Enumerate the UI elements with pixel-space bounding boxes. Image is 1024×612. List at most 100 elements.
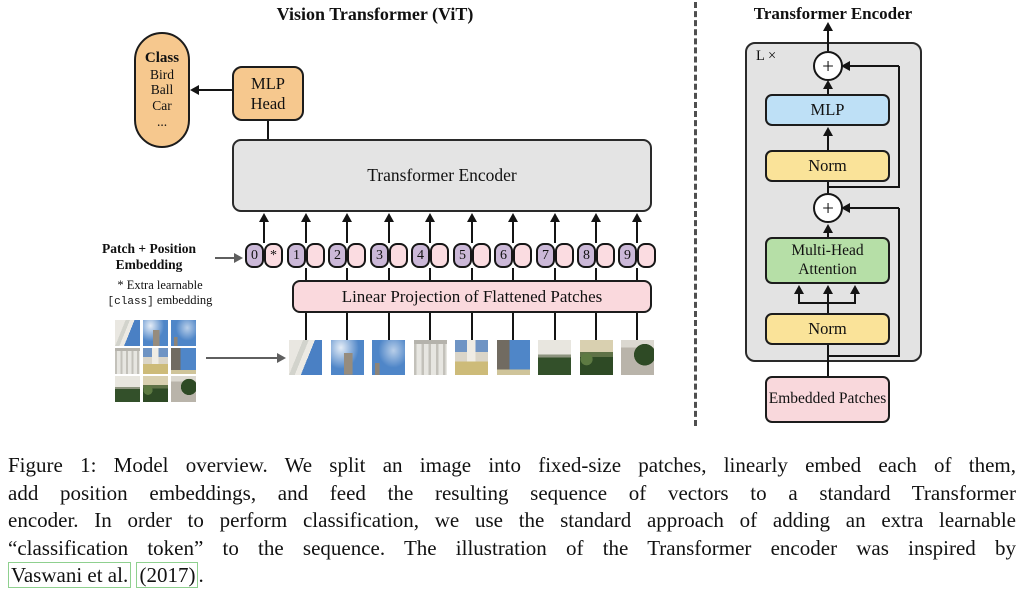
grid-cell-2 (143, 320, 168, 346)
patch-position-label: Patch + Position Embedding (102, 241, 196, 272)
vit-title: Vision Transformer (ViT) (276, 4, 474, 24)
image-patch-6 (497, 340, 530, 375)
line-patch-4 (429, 313, 431, 340)
class-heading: Class (144, 50, 180, 66)
residual-top-vertical (898, 66, 900, 188)
transformer-encoder-box: Transformer Encoder (232, 139, 652, 212)
figure-caption: Figure 1: Model overview. We split an im… (8, 452, 1016, 590)
citation-year-link[interactable]: (2017) (136, 562, 199, 588)
norm-block-top: Norm (765, 150, 890, 182)
image-patch-7 (538, 340, 571, 375)
line-token-9 (636, 268, 638, 280)
residual-add-circle-top: + (813, 51, 843, 81)
line-patch-2 (346, 313, 348, 340)
arrow-token-3 (384, 213, 394, 243)
token-pair-6: 6 (494, 243, 532, 268)
patch-embedding-token (637, 243, 656, 268)
patch-embedding-token (347, 243, 366, 268)
patch-embedding-token (430, 243, 449, 268)
position-token: 3 (370, 243, 389, 268)
arrow-norm1-to-mlp (823, 127, 833, 150)
token-pair-9: 9 (618, 243, 656, 268)
token-pair-7: 7 (536, 243, 574, 268)
residual-bottom-branch (828, 355, 900, 357)
patch-embedding-token (596, 243, 615, 268)
line-token-1 (305, 268, 307, 280)
line-token-5 (471, 268, 473, 280)
encoder-detail-title: Transformer Encoder (753, 4, 913, 23)
arrow-token-4 (425, 213, 435, 243)
caption-line-4: “classification token” to the sequence. … (8, 535, 1016, 560)
arrow-token-8 (591, 213, 601, 243)
image-patch-5 (455, 340, 488, 375)
line-patch-3 (388, 313, 390, 340)
citation-authors-link[interactable]: Vaswani et al. (8, 562, 132, 588)
line-patch-1 (305, 313, 307, 340)
arrow-qkv-center (823, 285, 833, 303)
image-patch-3 (372, 340, 405, 375)
arrow-patchpos-to-tokens (215, 253, 243, 263)
token-pair-5: 5 (453, 243, 491, 268)
position-token: 1 (287, 243, 306, 268)
position-token: 0 (245, 243, 264, 268)
multi-head-attention-block: Multi-Head Attention (765, 237, 890, 284)
line-patch-6 (512, 313, 514, 340)
token-pair-2: 2 (328, 243, 366, 268)
residual-top-branch (828, 186, 900, 188)
arrow-token-5 (467, 213, 477, 243)
arrow-encoder-output (823, 22, 833, 42)
grid-cell-9 (171, 376, 196, 402)
arrow-token-1 (301, 213, 311, 243)
arrow-mlp-to-plus1 (823, 80, 833, 94)
line-plus1-to-top (827, 42, 829, 51)
arrow-token-0 (259, 213, 269, 243)
line-token-2 (346, 268, 348, 280)
footnote-line2: [class] embedding (92, 293, 228, 309)
grid-cell-5 (143, 348, 168, 374)
line-token-6 (512, 268, 514, 280)
line-patch-5 (471, 313, 473, 340)
class-item-car: Car (152, 98, 172, 114)
line-plus2-to-norm1 (827, 182, 829, 193)
token-pair-1: 1 (287, 243, 325, 268)
arrow-token-9 (632, 213, 642, 243)
norm-block-bottom: Norm (765, 313, 890, 345)
caption-line-2: add position embeddings, and feed the re… (8, 480, 1016, 505)
image-patch-4 (414, 340, 447, 375)
footnote-line1: * Extra learnable (117, 278, 203, 292)
position-token: 7 (536, 243, 555, 268)
arrow-token-6 (508, 213, 518, 243)
grid-cell-6 (171, 348, 196, 374)
class-item-ellipsis: ... (156, 113, 168, 129)
grid-cell-8 (143, 376, 168, 402)
token-pair-8: 8 (577, 243, 615, 268)
residual-add-circle-bottom: + (813, 193, 843, 223)
line-token-7 (554, 268, 556, 280)
class-item-bird: Bird (149, 66, 174, 82)
grid-cell-3 (171, 320, 196, 346)
line-token-8 (595, 268, 597, 280)
class-token-footnote: * Extra learnable [class] embedding (92, 278, 228, 310)
line-patch-9 (636, 313, 638, 340)
panel-divider (694, 2, 697, 426)
arrow-token-7 (550, 213, 560, 243)
arrow-mlphead-to-class (190, 85, 232, 95)
caption-line-3: encoder. In order to perform classificat… (8, 508, 1016, 532)
token-pair-4: 4 (411, 243, 449, 268)
patch-embedding-token (389, 243, 408, 268)
arrow-mha-to-plus2 (823, 224, 833, 237)
token-pair-0: 0 * (245, 243, 283, 268)
embedded-patches-block: Embedded Patches (765, 376, 890, 423)
position-token: 6 (494, 243, 513, 268)
class-item-ball: Ball (150, 82, 174, 98)
line-patch-8 (595, 313, 597, 340)
position-token: 2 (328, 243, 347, 268)
caption-line-1: Figure 1: Model overview. We split an im… (8, 453, 1016, 477)
residual-bottom-vertical (898, 208, 900, 357)
arrow-token-2 (342, 213, 352, 243)
layers-loop-label: L × (756, 48, 777, 64)
line-patch-7 (554, 313, 556, 340)
patch-embedding-token (472, 243, 491, 268)
line-token-3 (388, 268, 390, 280)
